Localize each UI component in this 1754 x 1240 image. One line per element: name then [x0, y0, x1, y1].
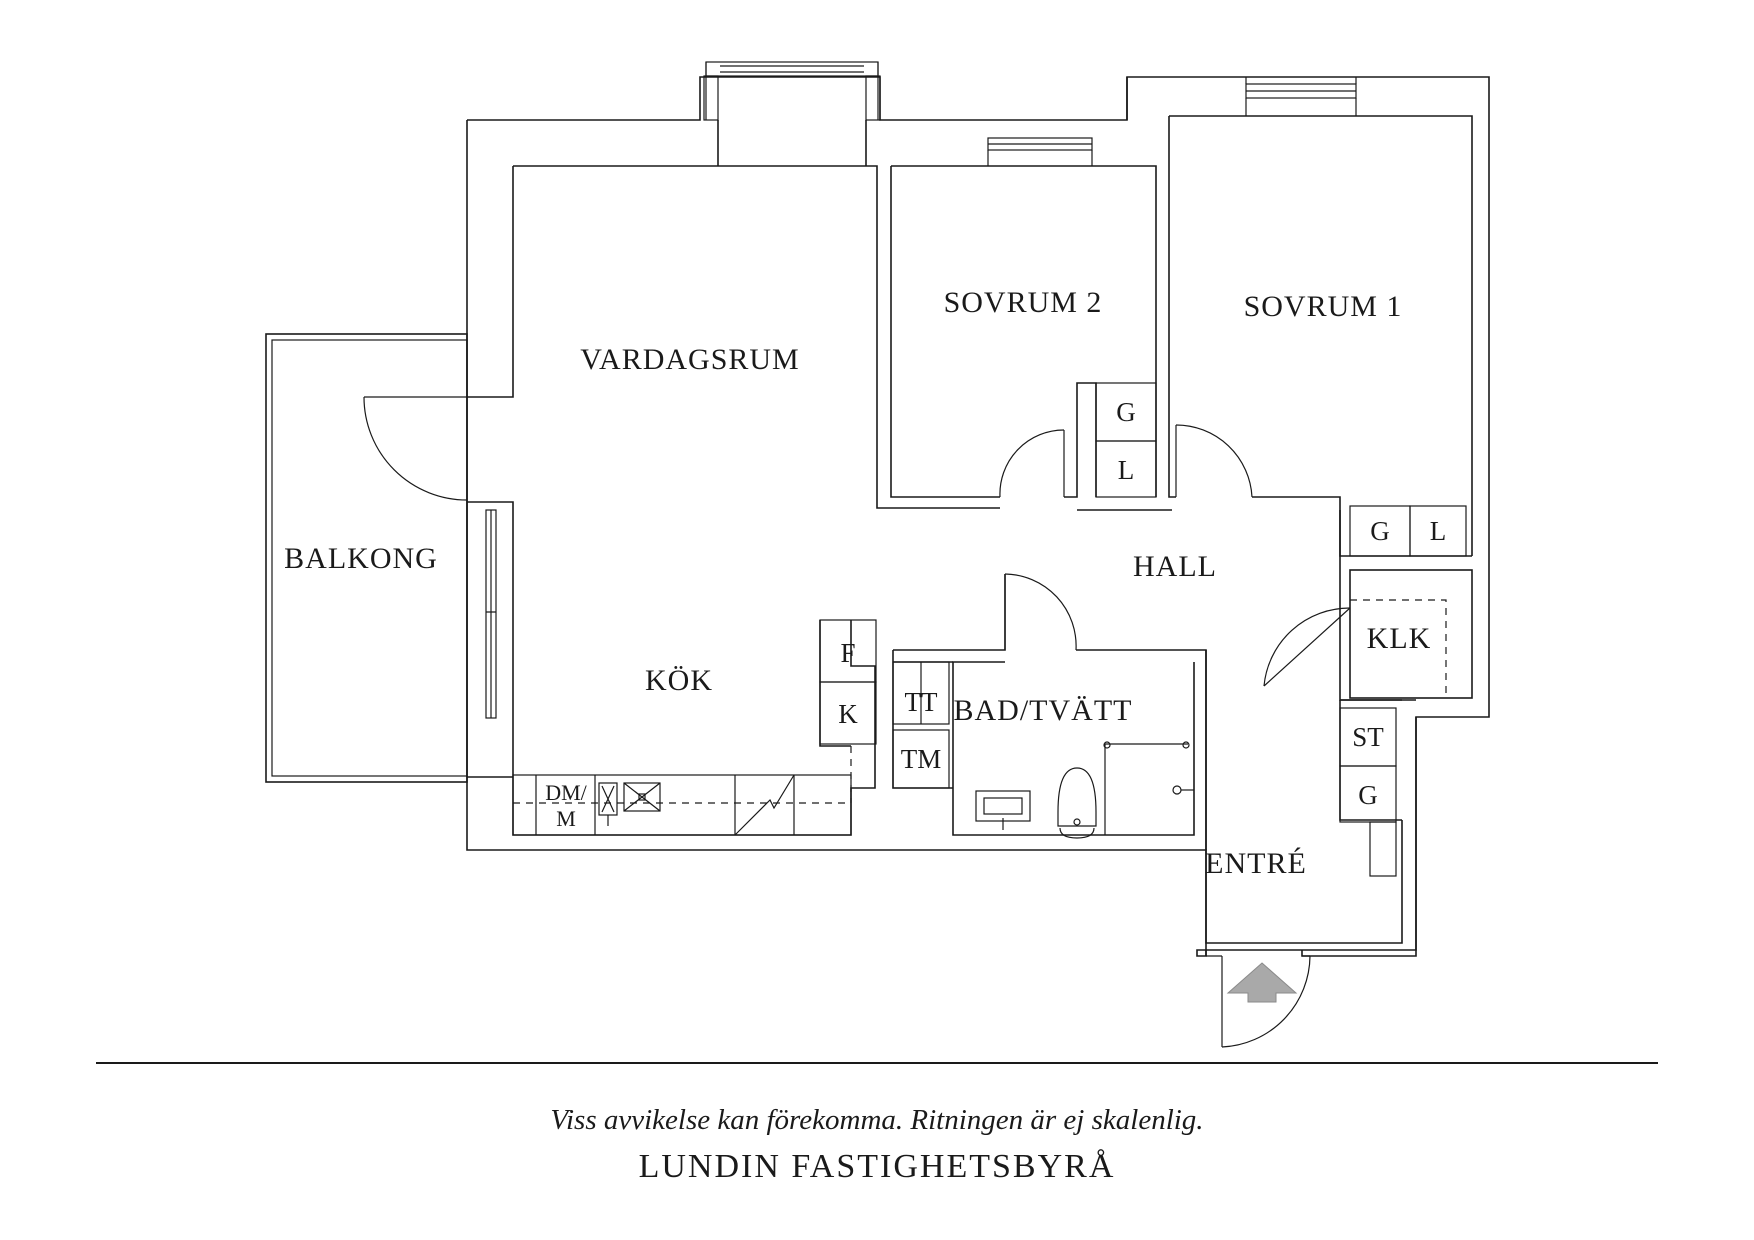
- fixture-label-dm-line1: DM/: [545, 780, 587, 805]
- disclaimer-text: Viss avvikelse kan förekomma. Ritningen …: [550, 1104, 1204, 1136]
- klk-shelf: [1350, 599, 1447, 698]
- stove-center: [638, 793, 646, 801]
- fridge-outline: [819, 620, 851, 747]
- kitchen-sink-tap: [601, 785, 615, 826]
- toilet: [1057, 767, 1097, 827]
- entre-closet-g: [1339, 765, 1397, 823]
- kitchen-upper-cabinets: [513, 746, 852, 804]
- window-living-room: [705, 61, 879, 77]
- toilet-seat: [1059, 827, 1095, 839]
- sovrum2-walls: [890, 165, 1172, 511]
- kitchen-counter: [512, 774, 852, 836]
- room-label-klk: KLK: [1367, 622, 1432, 655]
- room-label-sovrum1: SOVRUM 1: [1244, 290, 1403, 323]
- fixture-label-g-sovrum2: G: [1116, 397, 1136, 427]
- balcony-door-arc: [363, 396, 468, 501]
- stove: [623, 782, 661, 812]
- room-label-sovrum2: SOVRUM 2: [944, 286, 1103, 319]
- fixture-label-l-sovrum2: L: [1118, 455, 1135, 485]
- shower-knob: [1103, 741, 1111, 749]
- sovrum2-door-arc: [999, 429, 1065, 498]
- room-label-entre: ENTRÉ: [1205, 847, 1307, 880]
- fixture-label-tt: TT: [905, 687, 938, 717]
- fixture-label-f: F: [840, 638, 855, 668]
- entrance-door-arc: [1221, 955, 1311, 1048]
- window-sovrum1-frame: [1245, 77, 1357, 116]
- shower-screen: [1104, 743, 1188, 835]
- fixture-label-k: K: [838, 699, 858, 729]
- living-room-walls: [467, 165, 1000, 836]
- fixture-label-g-sovrum1: G: [1370, 516, 1390, 546]
- kitchen-counter-break: [734, 774, 795, 836]
- shower-head: [1172, 785, 1182, 795]
- klk-outline: [1349, 569, 1473, 699]
- sovrum1-walls: [1126, 77, 1473, 557]
- bathroom-door-arc: [1004, 573, 1077, 651]
- fixture-label-st: ST: [1352, 722, 1384, 752]
- klk-door-arc: [1263, 607, 1351, 687]
- kitchen-counter-divisions: [535, 775, 795, 835]
- room-label-bad-tvatt: BAD/TVÄTT: [954, 694, 1133, 727]
- sovrum2-closet-l: [1095, 440, 1157, 498]
- sovrum1-closet-l: [1409, 505, 1467, 557]
- shower-knob-2: [1182, 741, 1190, 749]
- window-living-room-left-post: [703, 75, 719, 121]
- fixture-label-dm-line2: M: [556, 806, 576, 831]
- fixture-label-g-entre: G: [1358, 780, 1378, 810]
- room-label-hall: HALL: [1133, 550, 1217, 583]
- room-label-kok: KÖK: [645, 664, 713, 697]
- balcony-window-mullion: [486, 510, 496, 718]
- footer-divider: [96, 1062, 1658, 1064]
- entre-shelf: [1369, 821, 1397, 877]
- living-room-bay: [717, 120, 867, 166]
- klk-door-leaf: [1263, 607, 1351, 687]
- fixture-label-l-sovrum1: L: [1430, 516, 1447, 546]
- balcony-inner: [271, 339, 468, 777]
- fixture-label-tm: TM: [901, 744, 942, 774]
- washer-tm-box: [892, 729, 950, 789]
- outer-wall: [467, 76, 1490, 957]
- window-living-room-right-post: [865, 75, 881, 121]
- outer-wall-south: [466, 120, 1417, 957]
- toilet-flush: [1073, 818, 1081, 826]
- room-label-balkong: BALKONG: [284, 542, 438, 575]
- window-sovrum2-frame: [987, 143, 1093, 166]
- brand-name: LUNDIN FASTIGHETSBYRÅ: [638, 1148, 1116, 1185]
- sink-basin: [983, 797, 1023, 815]
- window-living-room-frame: [705, 62, 879, 120]
- sovrum1-door-arc: [1175, 424, 1253, 498]
- entrance-arrow-icon: [1226, 962, 1298, 1003]
- room-label-vardagsrum: VARDAGSRUM: [580, 343, 800, 376]
- stove-cross: [623, 782, 661, 812]
